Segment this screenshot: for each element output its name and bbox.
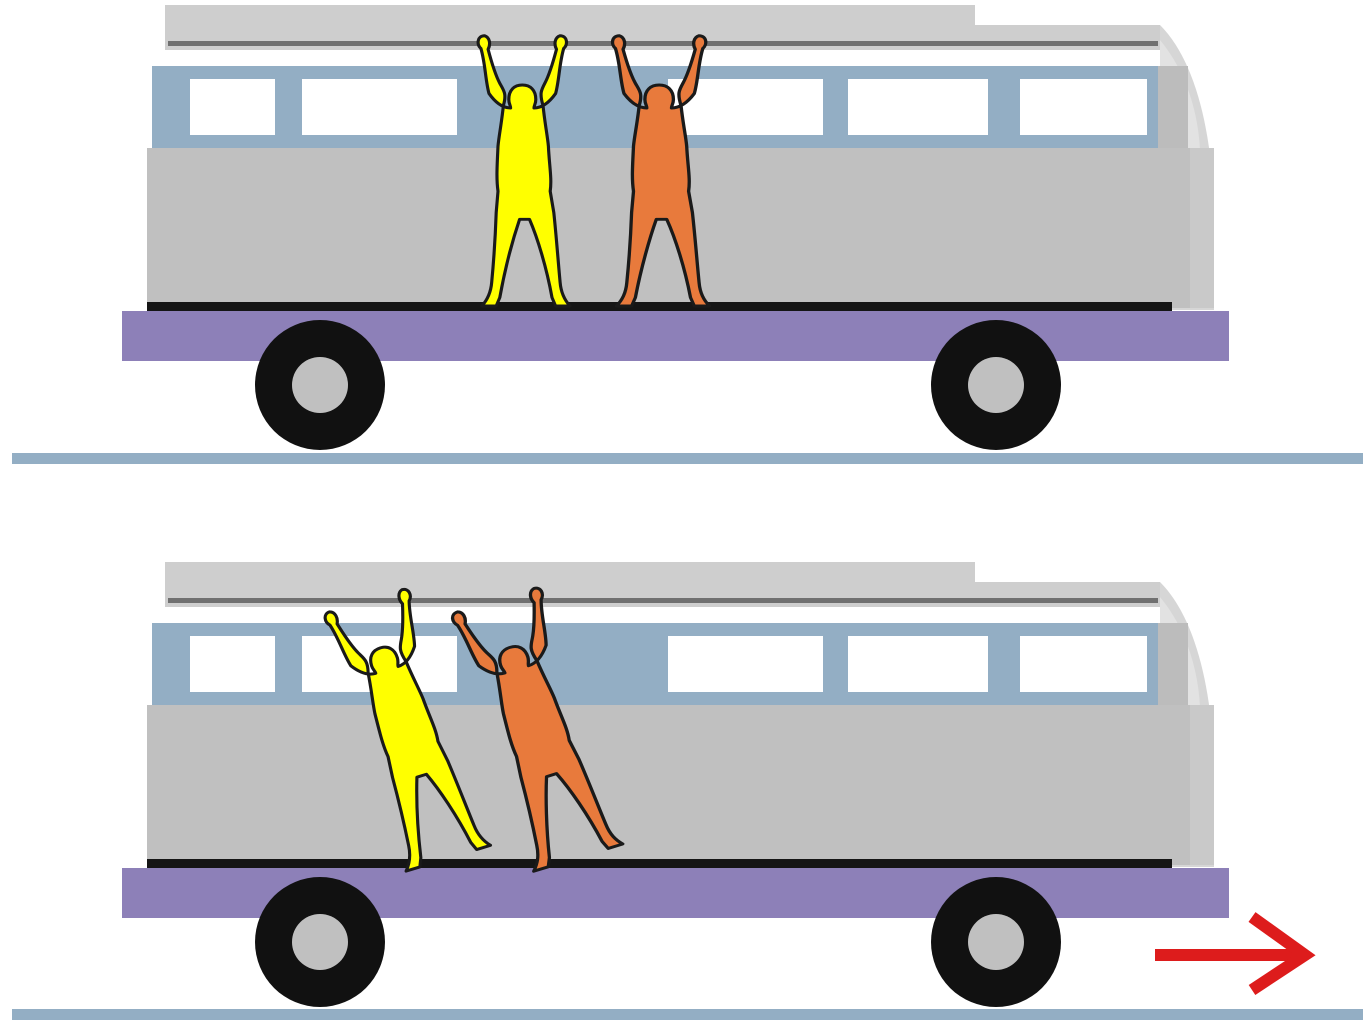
rail-track bbox=[12, 1009, 1363, 1020]
rail-track bbox=[12, 453, 1363, 464]
wheel-icon bbox=[931, 877, 1061, 1007]
panel-accelerating bbox=[12, 562, 1363, 1020]
right-arrow-icon bbox=[1155, 917, 1305, 990]
train-car bbox=[122, 562, 1229, 918]
wheel-icon bbox=[255, 877, 385, 1007]
wheel-icon bbox=[931, 320, 1061, 450]
panel-stationary bbox=[12, 5, 1363, 464]
wheel-icon bbox=[255, 320, 385, 450]
